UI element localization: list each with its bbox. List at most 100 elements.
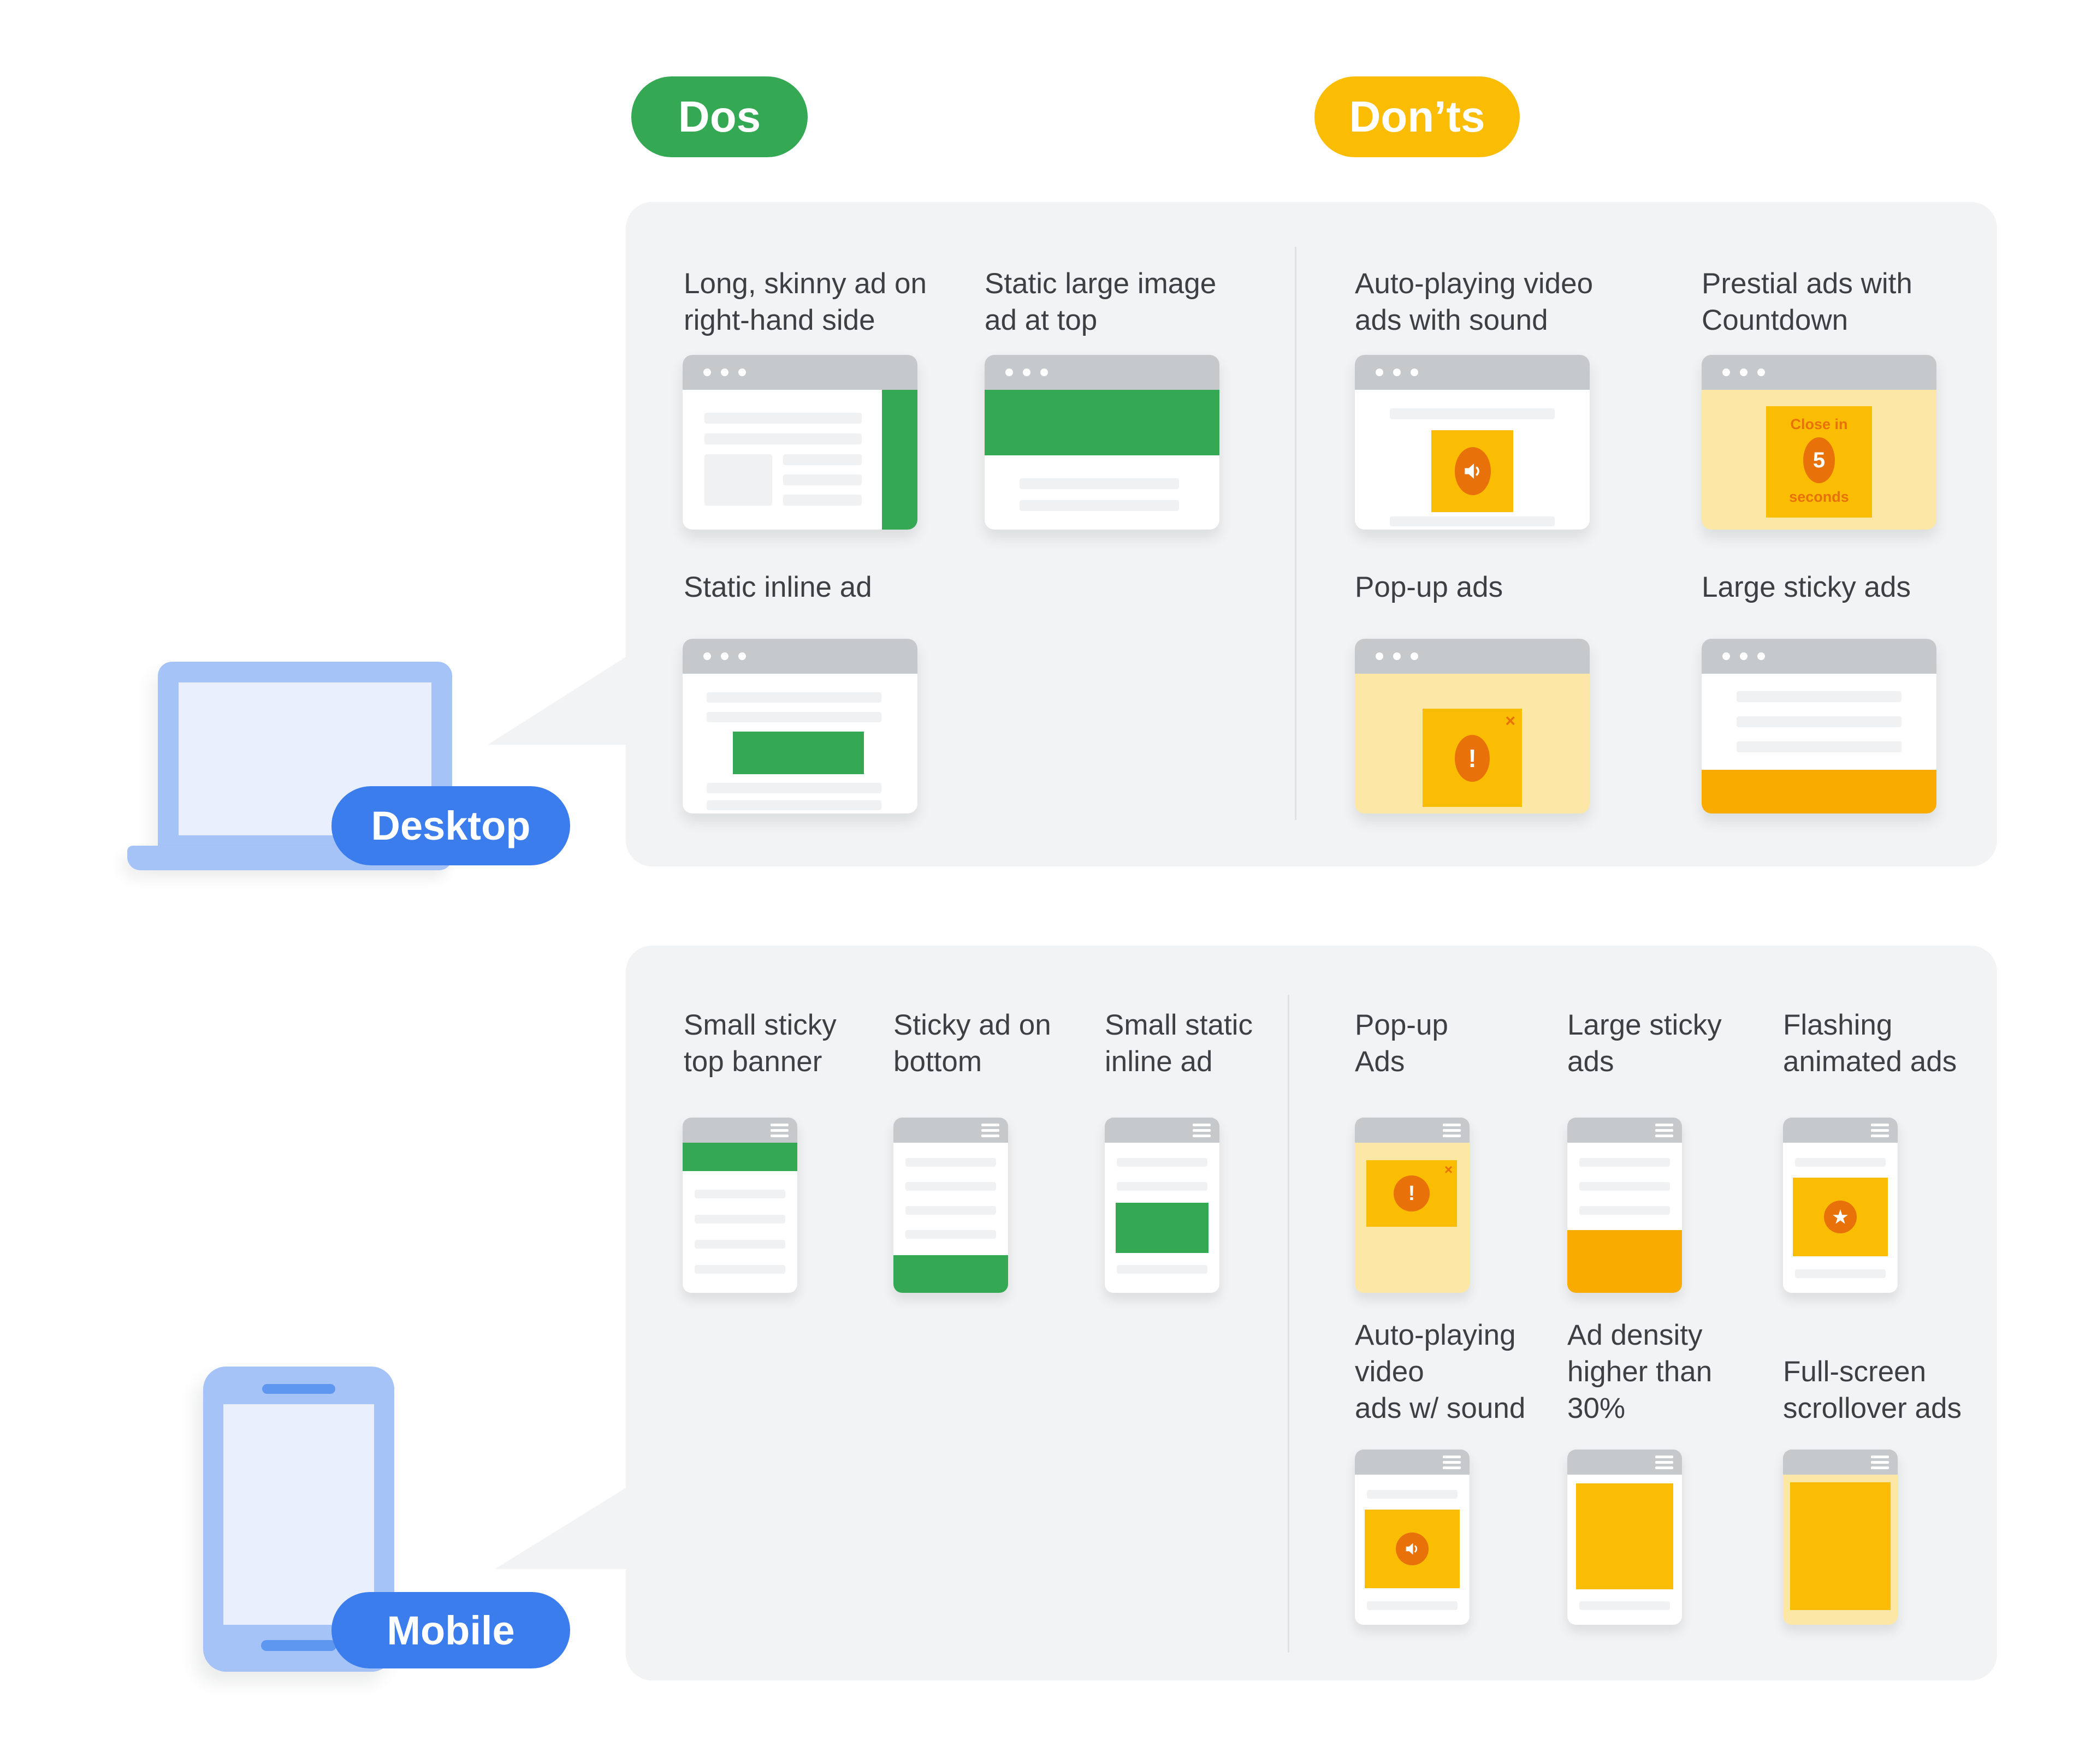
window-dot-icon — [1722, 652, 1730, 660]
countdown-text-top: Close in — [1790, 416, 1848, 432]
text-line — [1020, 478, 1179, 489]
countdown-ad-block: Close in 5 seconds — [1766, 406, 1872, 518]
desktop-dos-label-static-inline: Static inline ad — [684, 571, 872, 603]
text-line — [695, 1215, 785, 1223]
mobile-dos-label-static-inline: Small static inline ad — [1105, 1009, 1253, 1078]
mobile-donts-label-ad-density: Ad density higher than 30% — [1567, 1319, 1713, 1424]
browser-chrome-bar — [1702, 355, 1936, 390]
text-line — [1117, 1265, 1207, 1274]
countdown-circle: 5 — [1803, 437, 1835, 483]
phone-chrome-bar — [1567, 1450, 1682, 1475]
mobile-donts-label-fullscreen: Full-screen scrollover ads — [1783, 1356, 1962, 1424]
desktop-panel: Long, skinny ad on right-hand side Stati… — [626, 202, 1997, 866]
mobile-donts-label-autoplay: Auto-playing video ads w/ sound — [1355, 1319, 1526, 1424]
text-line — [783, 474, 862, 485]
right-rail-ad-block — [882, 390, 917, 530]
text-line — [1737, 741, 1901, 752]
desktop-dos-donts-divider — [1295, 247, 1296, 820]
text-line — [1795, 1158, 1886, 1167]
text-line — [707, 783, 881, 793]
desktop-device-badge: Desktop — [331, 786, 570, 865]
text-line — [1390, 408, 1555, 419]
window-dot-icon — [1757, 652, 1765, 660]
window-dot-icon — [1005, 369, 1013, 376]
mobile-dos-donts-divider — [1288, 995, 1289, 1653]
text-line — [905, 1230, 996, 1239]
thumb-desktop-prestial-countdown-ad: Close in 5 seconds — [1702, 355, 1936, 530]
text-line — [1579, 1182, 1670, 1191]
donts-badge: Don’ts — [1314, 76, 1520, 157]
desktop-donts-label-large-sticky: Large sticky ads — [1702, 571, 1911, 603]
text-line — [905, 1206, 996, 1215]
phone-chrome-bar — [1105, 1118, 1219, 1143]
text-line — [704, 413, 862, 424]
thumb-mobile-ad-density — [1567, 1450, 1682, 1625]
text-line — [707, 692, 881, 703]
mobile-donts-label-popup: Pop-up Ads — [1355, 1009, 1448, 1078]
menu-icon — [1871, 1123, 1889, 1137]
speaker-icon — [1406, 1543, 1418, 1555]
text-line — [695, 1240, 785, 1249]
text-line — [1579, 1206, 1670, 1215]
menu-icon — [1443, 1123, 1461, 1137]
donts-badge-label: Don’ts — [1349, 92, 1485, 141]
text-line — [1367, 1490, 1458, 1499]
text-line — [1117, 1158, 1207, 1167]
top-banner-ad-block — [985, 390, 1219, 455]
top-banner-ad-block — [683, 1143, 797, 1171]
phone-chrome-bar — [1355, 1118, 1470, 1143]
video-ad-block — [1365, 1510, 1460, 1588]
text-line — [1737, 691, 1901, 702]
phone-chrome-bar — [893, 1118, 1008, 1143]
dense-ad-block — [1576, 1483, 1673, 1589]
window-dot-icon — [738, 652, 746, 660]
thumb-mobile-autoplay-video-ad — [1355, 1450, 1470, 1625]
window-dot-icon — [1722, 369, 1730, 376]
countdown-number: 5 — [1812, 448, 1826, 472]
text-line — [1020, 500, 1179, 511]
window-dot-icon — [1376, 652, 1383, 660]
text-line — [1117, 1182, 1207, 1191]
thumb-mobile-popup-ad: × ! — [1355, 1118, 1470, 1293]
thumb-desktop-static-large-ad — [985, 355, 1219, 530]
text-line — [704, 433, 862, 444]
alert-glyph: ! — [1468, 744, 1477, 773]
menu-icon — [1871, 1455, 1889, 1469]
menu-icon — [771, 1123, 789, 1137]
flashing-ad-block: ★ — [1793, 1178, 1888, 1256]
browser-chrome-bar — [1355, 639, 1590, 674]
thumb-mobile-fullscreen-scrollover-ad — [1783, 1450, 1898, 1625]
text-line — [783, 454, 862, 465]
thumb-desktop-popup-ad: × ! — [1355, 639, 1590, 813]
dos-badge: Dos — [631, 76, 808, 157]
thumb-mobile-sticky-top-banner — [683, 1118, 797, 1293]
text-line — [905, 1158, 996, 1167]
desktop-device-label: Desktop — [371, 803, 531, 848]
image-placeholder — [704, 454, 772, 506]
video-ad-block — [1431, 430, 1513, 512]
mobile-panel-tail — [495, 1487, 627, 1569]
text-line — [1367, 1601, 1458, 1610]
text-line — [1579, 1601, 1670, 1610]
mobile-panel: Small sticky top banner Sticky ad on bot… — [626, 946, 1997, 1680]
close-icon: × — [1505, 711, 1515, 730]
desktop-donts-label-autoplay: Auto-playing video ads with sound — [1355, 268, 1594, 336]
menu-icon — [1655, 1123, 1673, 1137]
star-icon: ★ — [1824, 1201, 1857, 1233]
desktop-dos-label-static-large: Static large image ad at top — [985, 268, 1217, 336]
phone-chrome-bar — [1567, 1118, 1682, 1143]
alert-icon: ! — [1394, 1175, 1430, 1211]
mobile-device-badge: Mobile — [331, 1592, 570, 1668]
inline-ad-block — [1116, 1203, 1209, 1253]
browser-chrome-bar — [1702, 639, 1936, 674]
window-dot-icon — [703, 652, 711, 660]
browser-chrome-bar — [683, 355, 917, 390]
window-dot-icon — [1740, 652, 1748, 660]
mobile-donts-label-large-sticky: Large sticky ads — [1567, 1009, 1722, 1078]
menu-icon — [1443, 1455, 1461, 1469]
menu-icon — [981, 1123, 999, 1137]
sticky-bottom-ad-block — [1702, 770, 1936, 813]
thumb-desktop-long-skinny-ad — [683, 355, 917, 530]
mobile-donts-label-flashing: Flashing animated ads — [1783, 1009, 1957, 1078]
